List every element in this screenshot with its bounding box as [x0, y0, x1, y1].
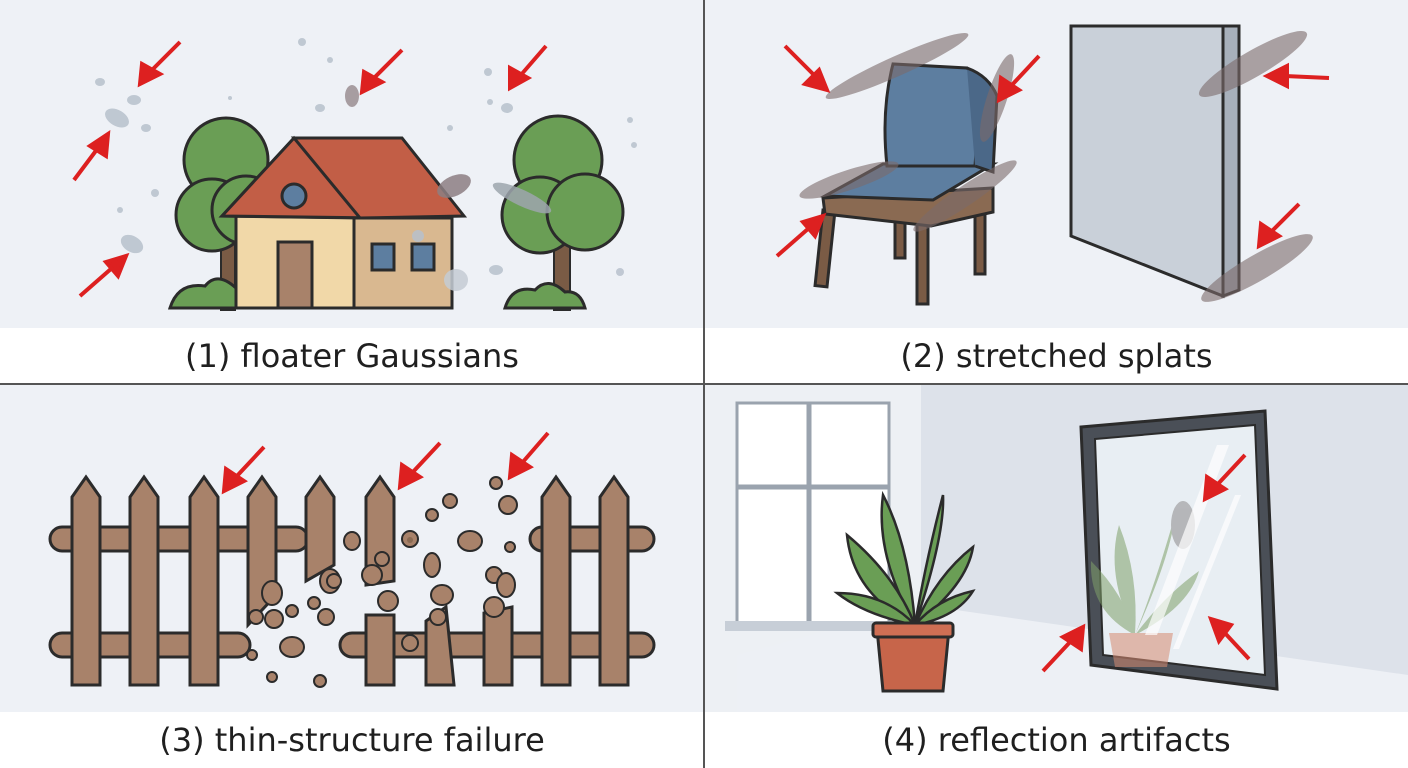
panel-caption: (3) thin-structure failure: [0, 712, 704, 768]
panel-floater-gaussians: (1) floater Gaussians: [0, 0, 704, 384]
illustration-chair-wall: [705, 0, 1408, 328]
illustration-house-scene: [0, 0, 704, 328]
panel-thin-structure-failure: (3) thin-structure failure: [0, 385, 704, 768]
panel-caption: (1) floater Gaussians: [0, 328, 704, 384]
panel-stretched-splats: (2) stretched splats: [705, 0, 1408, 384]
divider-horizontal: [0, 383, 1408, 385]
panel-reflection-artifacts: (4) reflection artifacts: [705, 385, 1408, 768]
illustration-mirror-plant: [705, 385, 1408, 712]
illustration-fence: [0, 385, 704, 712]
panel-caption: (4) reflection artifacts: [705, 712, 1408, 768]
panel-caption: (2) stretched splats: [705, 328, 1408, 384]
